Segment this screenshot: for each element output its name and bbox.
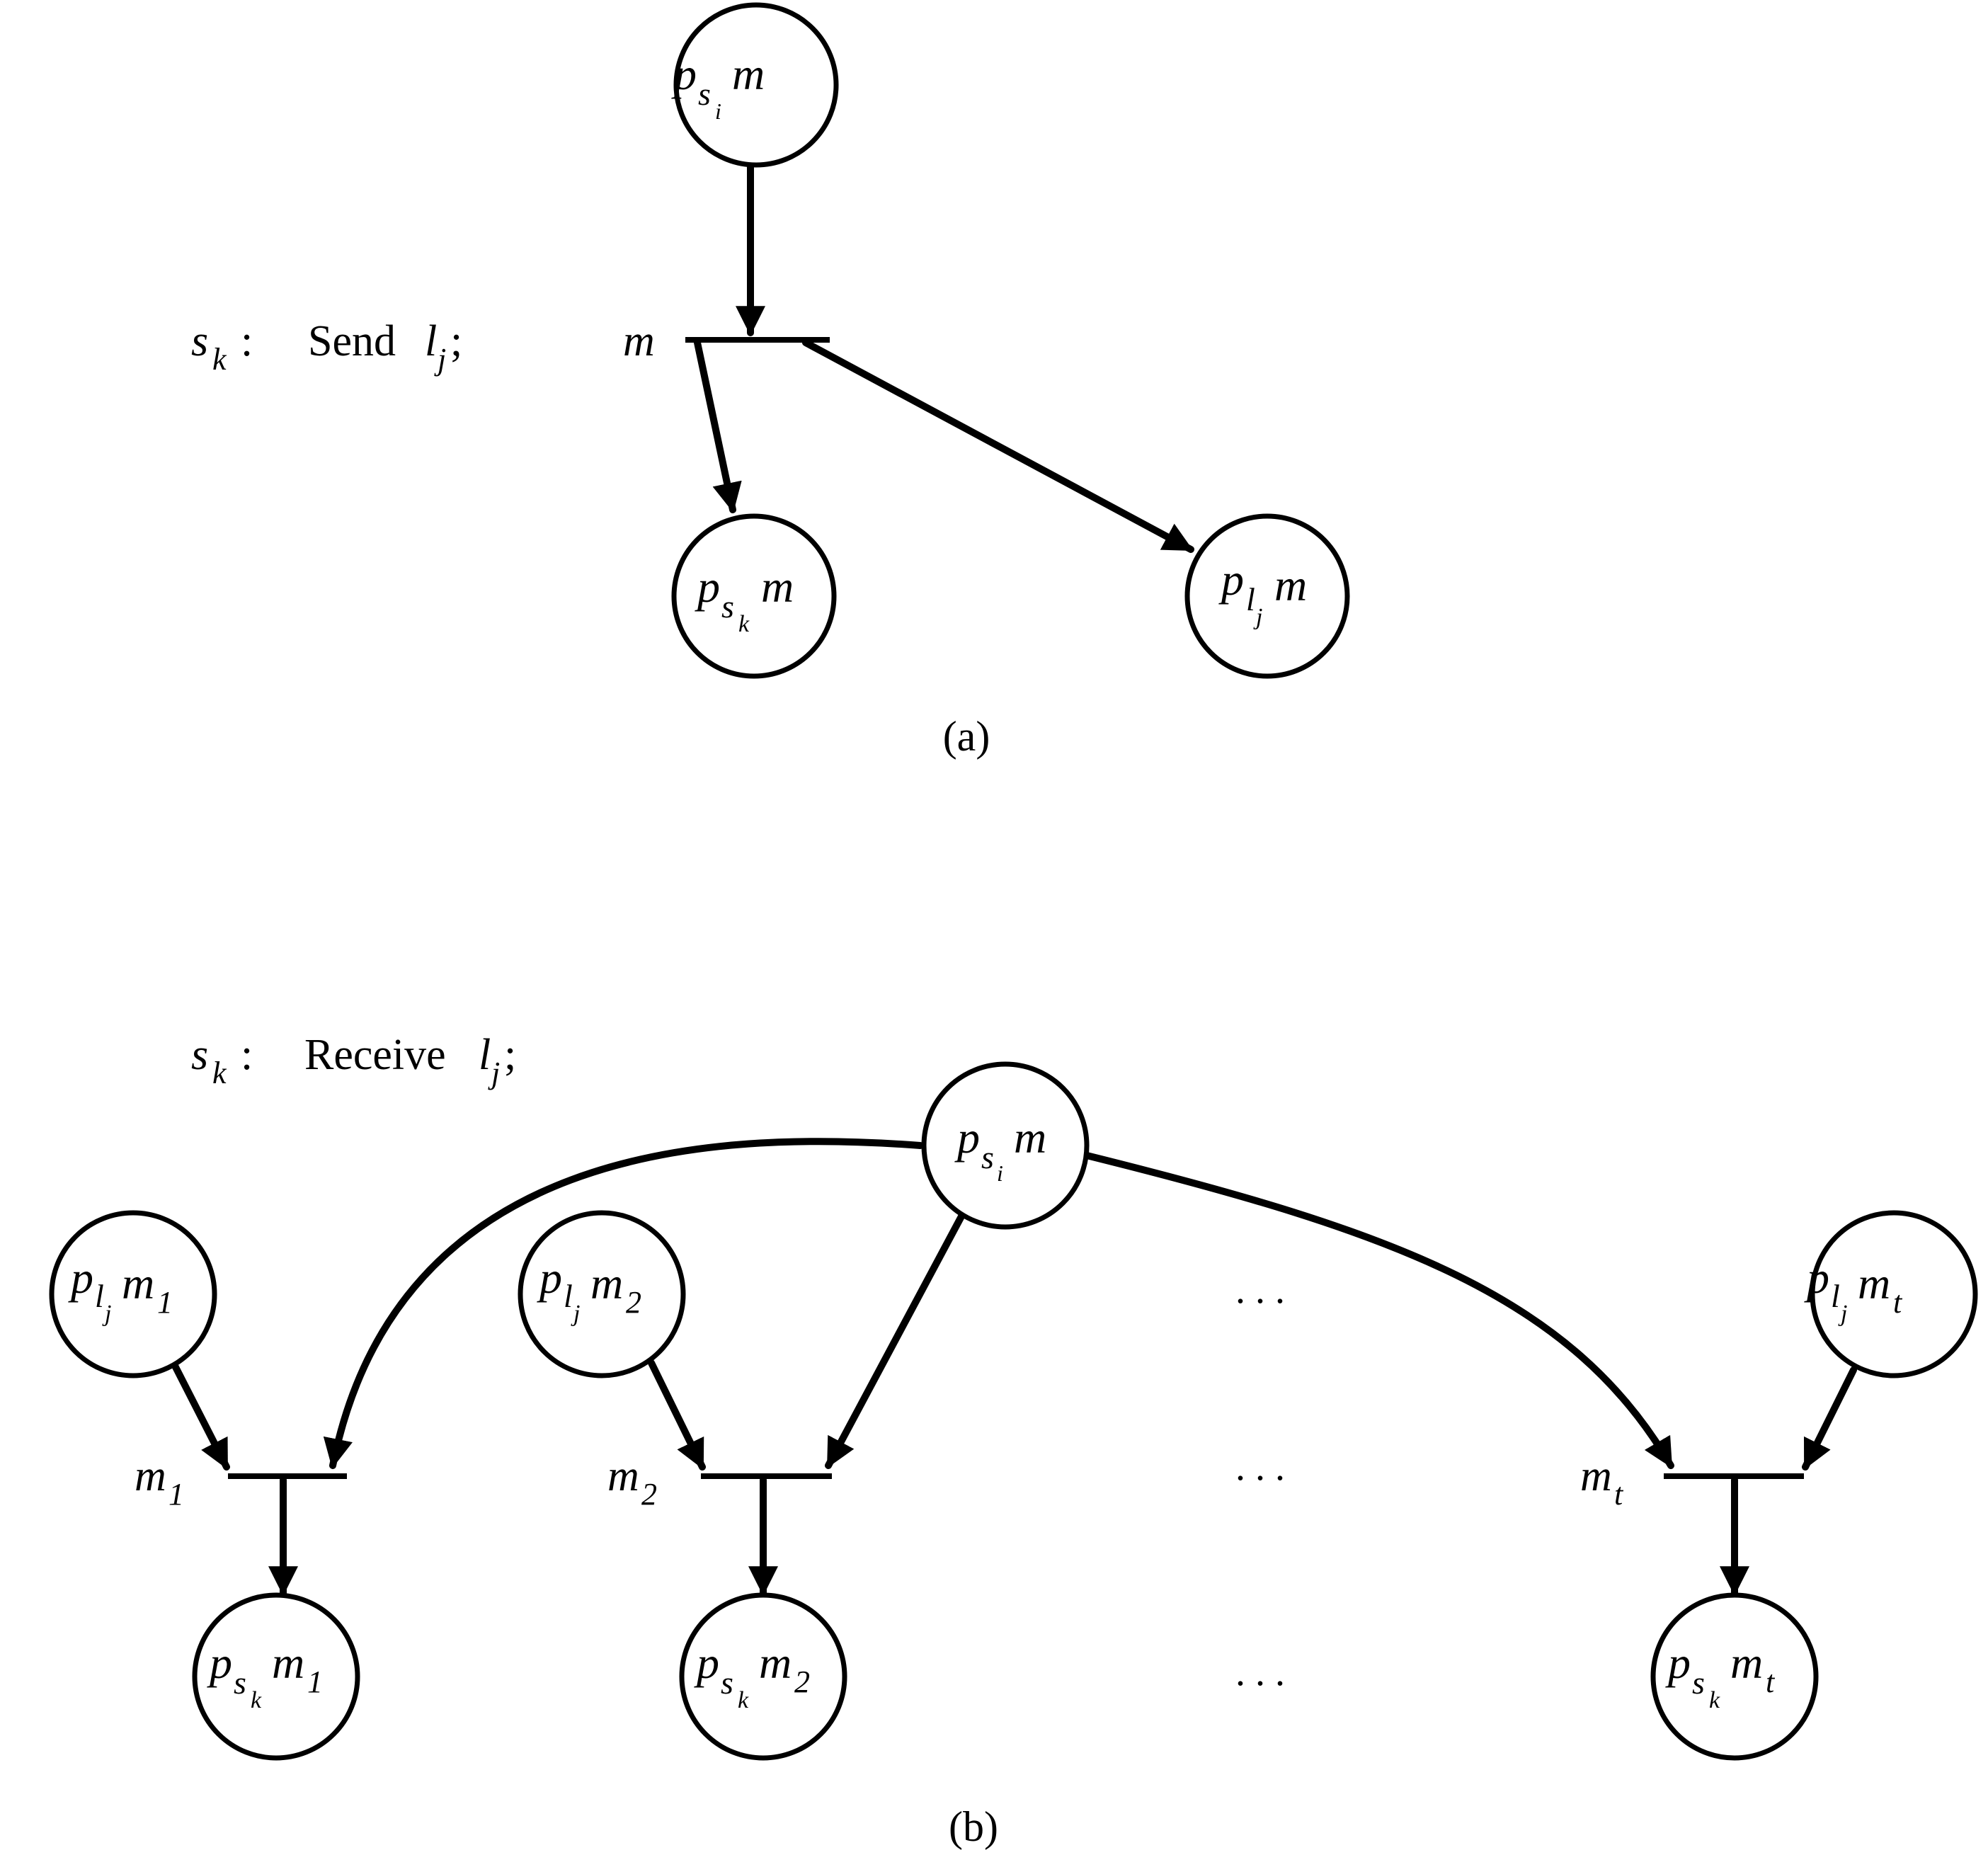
transition-b-2-label: m 2 bbox=[607, 1452, 657, 1512]
place-label-tail: m bbox=[1730, 1638, 1763, 1688]
place-label-base: p bbox=[671, 49, 697, 99]
place-label-sub: s bbox=[981, 1139, 994, 1175]
arc-b-input2-to-m2 bbox=[648, 1359, 706, 1471]
statement-b-var-sub: k bbox=[212, 1056, 227, 1090]
caption-a: (a) bbox=[943, 713, 990, 760]
statement-a-arg: l bbox=[425, 317, 437, 365]
place-a-left: p s k m bbox=[671, 513, 837, 679]
place-b-output-t: p s k m t bbox=[1650, 1592, 1819, 1761]
place-label-sub: l bbox=[95, 1278, 104, 1314]
place-label-sub: s bbox=[698, 76, 711, 112]
statement-b-arg: l bbox=[479, 1031, 491, 1079]
place-label-base: p bbox=[695, 561, 720, 612]
place-label-tail-sub: t bbox=[1893, 1285, 1903, 1320]
place-label-sub: l bbox=[564, 1278, 573, 1314]
place-a-right: p l j m bbox=[1184, 513, 1350, 679]
place-label-tail-sub: 1 bbox=[157, 1285, 173, 1320]
place-label-sub: s bbox=[234, 1665, 246, 1701]
place-label-tail: m bbox=[272, 1638, 304, 1688]
statement-b-colon: : bbox=[241, 1031, 253, 1079]
place-label-tail: m bbox=[1858, 1258, 1890, 1308]
place-label-subsub: k bbox=[738, 1687, 749, 1713]
svg-text:m: m bbox=[607, 1452, 639, 1500]
place-label-subsub: j bbox=[1253, 604, 1262, 630]
statement-a-keyword: Send bbox=[308, 317, 396, 365]
statement-b-arg-sub: j bbox=[488, 1056, 500, 1090]
place-b-input-1: p l j m 1 bbox=[49, 1210, 217, 1378]
statement-b-keyword: Receive bbox=[304, 1031, 446, 1079]
place-label-subsub: i bbox=[715, 98, 721, 124]
statement-a-var: s bbox=[191, 317, 208, 365]
ellipsis-transitions: . . . bbox=[1235, 1445, 1285, 1489]
arc-b-shared-to-m2 bbox=[825, 1213, 965, 1469]
place-label-tail: m bbox=[590, 1258, 623, 1308]
svg-text:t: t bbox=[1614, 1477, 1624, 1512]
panel-a: s k : Send l j ; m p s i m p s k m bbox=[191, 2, 1350, 760]
place-label-tail-sub: 2 bbox=[794, 1665, 810, 1699]
statement-a-arg-sub: j bbox=[434, 342, 446, 377]
svg-text:1: 1 bbox=[168, 1477, 184, 1512]
arc-b-shared-to-mt bbox=[1083, 1152, 1674, 1469]
place-b-input-t: p l j m t bbox=[1804, 1210, 1978, 1378]
place-label-subsub: k bbox=[738, 611, 750, 637]
place-b-shared: p s i m bbox=[921, 1061, 1090, 1230]
place-label-base: p bbox=[537, 1252, 562, 1303]
place-b-output-2: p s k m 2 bbox=[679, 1592, 847, 1761]
place-label-subsub: k bbox=[251, 1687, 262, 1713]
place-label-base: p bbox=[68, 1252, 93, 1303]
place-label-sub: l bbox=[1246, 581, 1255, 617]
statement-a-colon: : bbox=[241, 317, 253, 365]
caption-b: (b) bbox=[949, 1803, 998, 1850]
place-label-subsub: j bbox=[102, 1301, 111, 1327]
place-label-sub: s bbox=[721, 588, 734, 624]
arc-a-transition-to-left bbox=[694, 339, 742, 513]
ellipsis-outputs: . . . bbox=[1235, 1650, 1285, 1694]
place-label-tail: m bbox=[1274, 560, 1307, 610]
statement-b-semicolon: ; bbox=[504, 1031, 516, 1079]
place-label-tail: m bbox=[761, 561, 794, 612]
place-label-base: p bbox=[1218, 554, 1244, 605]
transition-b-t-label: m t bbox=[1580, 1452, 1624, 1512]
place-label-sub: l bbox=[1831, 1278, 1840, 1314]
transition-b-1-label: m 1 bbox=[135, 1452, 184, 1512]
place-label-tail: m bbox=[122, 1258, 154, 1308]
place-label-tail: m bbox=[759, 1638, 792, 1688]
place-label-tail-sub: t bbox=[1766, 1665, 1776, 1699]
place-a-top: p s i m bbox=[671, 2, 839, 168]
svg-text:m: m bbox=[1580, 1452, 1612, 1500]
svg-text:m: m bbox=[135, 1452, 166, 1500]
place-label-base: p bbox=[1665, 1638, 1691, 1688]
place-label-base: p bbox=[207, 1638, 232, 1688]
place-label-tail: m bbox=[1014, 1112, 1046, 1163]
place-b-output-1: p s k m 1 bbox=[192, 1592, 360, 1761]
place-label-base: p bbox=[954, 1112, 980, 1163]
place-label-subsub: k bbox=[1709, 1687, 1720, 1713]
statement-a-semicolon: ; bbox=[450, 317, 462, 365]
place-label-subsub: i bbox=[997, 1160, 1003, 1186]
panel-b: s k : Receive l j ; m 1 m 2 m t bbox=[49, 1031, 1978, 1850]
place-label-subsub: j bbox=[571, 1301, 580, 1327]
svg-text:2: 2 bbox=[641, 1477, 657, 1512]
arc-a-transition-to-right bbox=[802, 339, 1194, 553]
arc-b-input1-to-m1 bbox=[170, 1359, 230, 1471]
place-label-tail: m bbox=[732, 49, 765, 99]
place-b-input-2: p l j m 2 bbox=[518, 1210, 686, 1378]
place-label-sub: s bbox=[1692, 1665, 1705, 1701]
place-label-base: p bbox=[1804, 1252, 1829, 1303]
arc-b-shared-to-m1 bbox=[323, 1138, 924, 1469]
statement-a-var-sub: k bbox=[212, 342, 227, 377]
ellipsis-inputs: . . . bbox=[1235, 1268, 1285, 1312]
place-label-tail-sub: 1 bbox=[307, 1665, 323, 1699]
place-label-base: p bbox=[694, 1638, 719, 1688]
place-label-tail-sub: 2 bbox=[626, 1285, 641, 1320]
place-label-sub: s bbox=[721, 1665, 733, 1701]
arc-b-inputt-to-mt bbox=[1802, 1366, 1857, 1471]
transition-a-label: m bbox=[623, 317, 655, 365]
place-label-subsub: j bbox=[1838, 1301, 1847, 1327]
statement-b-var: s bbox=[191, 1031, 208, 1079]
